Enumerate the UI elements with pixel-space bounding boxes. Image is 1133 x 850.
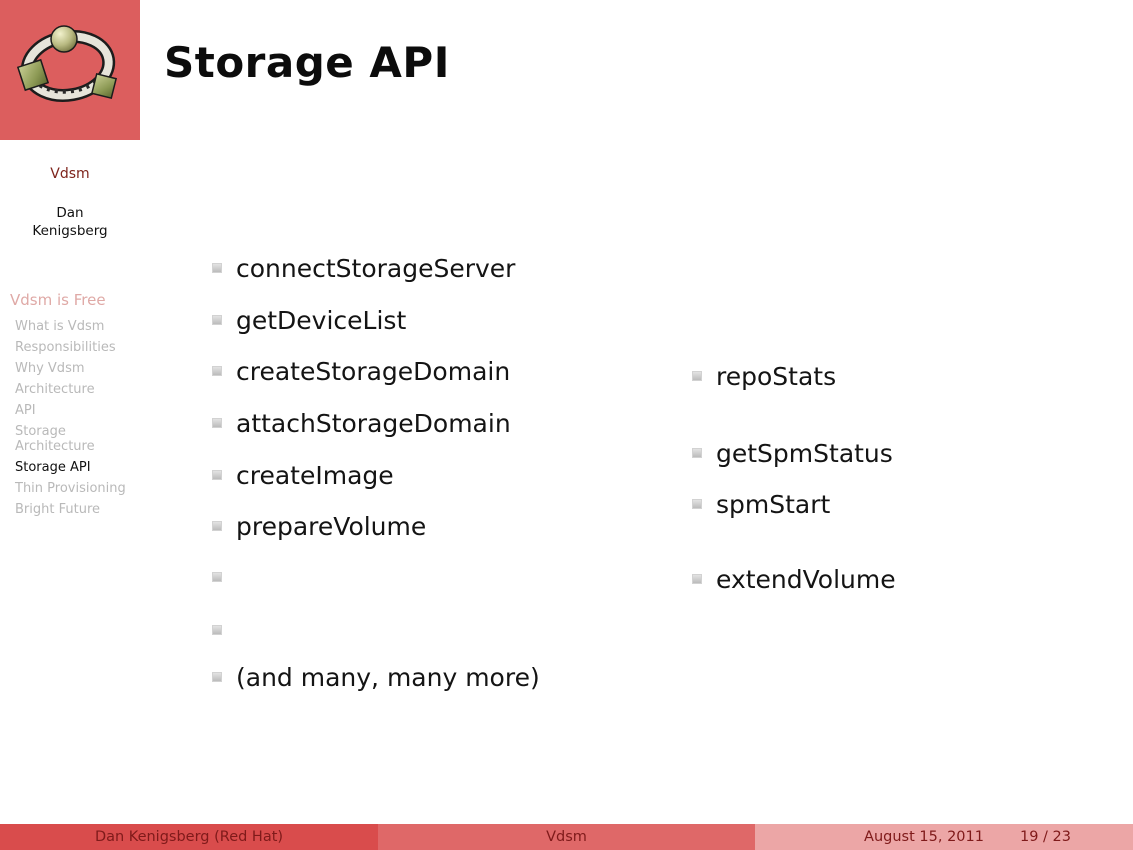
sidebar-item-responsibilities[interactable]: Responsibilities	[15, 340, 116, 355]
bullet-square-icon	[692, 499, 702, 509]
list-item: getSpmStatus	[692, 440, 893, 467]
sidebar-item-thin-provisioning[interactable]: Thin Provisioning	[15, 481, 126, 496]
footer-title: Vdsm	[546, 829, 587, 845]
list-item	[212, 617, 236, 635]
presentation-title: Vdsm	[50, 166, 90, 182]
bullet-square-icon	[692, 371, 702, 381]
bullet-square-icon	[212, 625, 222, 635]
sidebar: Vdsm Dan Kenigsberg Vdsm is Free What is…	[0, 140, 140, 800]
bullet-square-icon	[692, 574, 702, 584]
list-item: (and many, many more)	[212, 664, 540, 691]
sidebar-item-what-is-vdsm[interactable]: What is Vdsm	[15, 319, 105, 334]
sidebar-nav: Vdsm is Free What is Vdsm Responsibiliti…	[0, 291, 132, 523]
footer-title-segment: Vdsm	[378, 824, 755, 850]
api-method: spmStart	[716, 490, 831, 519]
api-method: repoStats	[716, 362, 837, 391]
list-item: prepareVolume	[212, 513, 426, 540]
list-item: createStorageDomain	[212, 358, 510, 385]
api-method: attachStorageDomain	[236, 409, 511, 438]
api-method: connectStorageServer	[236, 254, 516, 283]
api-method: getSpmStatus	[716, 439, 893, 468]
bullet-square-icon	[212, 418, 222, 428]
list-item: repoStats	[692, 363, 836, 390]
list-item: connectStorageServer	[212, 255, 515, 282]
list-item: createImage	[212, 462, 394, 489]
sidebar-item-storage-architecture[interactable]: Storage Architecture	[15, 424, 95, 454]
api-method: getDeviceList	[236, 306, 407, 335]
footer-page-number: 19 / 23	[1019, 829, 1071, 845]
vdsm-ring-logo-icon	[16, 25, 118, 102]
footer-date: August 15, 2011	[864, 829, 984, 845]
bullet-square-icon	[212, 672, 222, 682]
bullet-square-icon	[212, 315, 222, 325]
sidebar-item-api[interactable]: API	[15, 403, 36, 418]
api-method: createImage	[236, 461, 394, 490]
author-name: Dan Kenigsberg	[32, 205, 108, 239]
footer-author-segment: Dan Kenigsberg (Red Hat)	[0, 824, 378, 850]
list-item	[212, 564, 236, 582]
bullet-square-icon	[212, 366, 222, 376]
footer-date-segment: August 15, 2011 19 / 23	[755, 824, 1133, 850]
list-item: extendVolume	[692, 566, 896, 593]
sidebar-item-architecture[interactable]: Architecture	[15, 382, 95, 397]
bullet-square-icon	[212, 470, 222, 480]
bullet-square-icon	[212, 521, 222, 531]
footer-author: Dan Kenigsberg (Red Hat)	[94, 829, 284, 845]
list-item: getDeviceList	[212, 307, 406, 334]
page-title: Storage API	[164, 38, 450, 87]
bullet-square-icon	[212, 572, 222, 582]
footer: Dan Kenigsberg (Red Hat) Vdsm August 15,…	[0, 824, 1133, 850]
list-item: attachStorageDomain	[212, 410, 511, 437]
sidebar-item-storage-api[interactable]: Storage API	[15, 460, 91, 475]
api-method: prepareVolume	[236, 512, 427, 541]
api-method: (and many, many more)	[236, 663, 540, 692]
sidebar-item-bright-future[interactable]: Bright Future	[15, 502, 100, 517]
bullet-square-icon	[692, 448, 702, 458]
list-item: spmStart	[692, 491, 830, 518]
logo	[0, 0, 140, 140]
sidebar-item-vdsm-is-free[interactable]: Vdsm is Free	[10, 291, 106, 309]
bullet-square-icon	[212, 263, 222, 273]
sidebar-item-why-vdsm[interactable]: Why Vdsm	[15, 361, 85, 376]
api-method: extendVolume	[716, 565, 896, 594]
api-method: createStorageDomain	[236, 357, 511, 386]
